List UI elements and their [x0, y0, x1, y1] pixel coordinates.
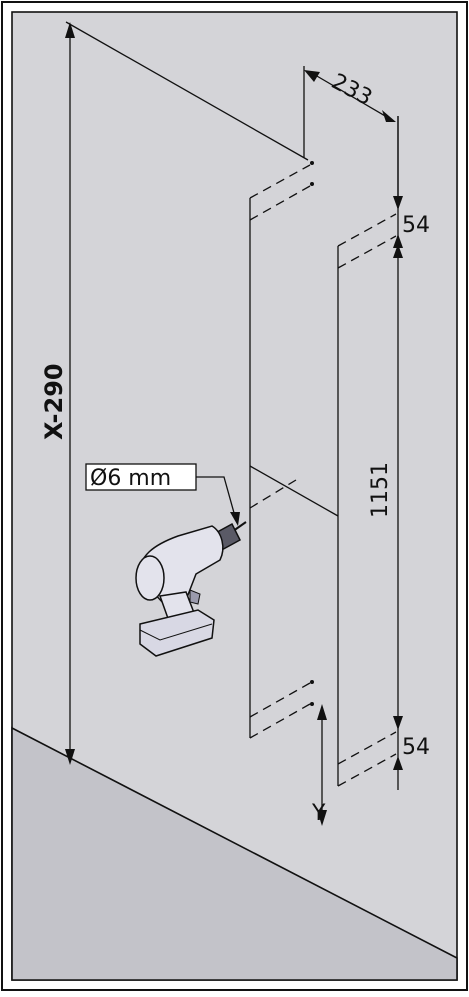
left-rail — [249, 161, 314, 739]
rail-length-label: 1151 — [368, 462, 393, 518]
height-dimension — [65, 21, 309, 765]
center-mark — [249, 465, 339, 517]
drill-bit-label: Ø6 mm — [90, 466, 171, 491]
floor-dimension — [317, 704, 327, 826]
height-label: X-290 — [40, 363, 68, 440]
floor-offset-label: Y — [311, 801, 326, 826]
floor — [11, 726, 458, 981]
drill-bit-label-box — [85, 463, 197, 491]
top-offset-label: 54 — [402, 213, 430, 238]
bottom-offset-label: 54 — [402, 735, 430, 760]
rail-dimension — [393, 116, 403, 790]
cordless-drill-icon — [135, 521, 247, 657]
